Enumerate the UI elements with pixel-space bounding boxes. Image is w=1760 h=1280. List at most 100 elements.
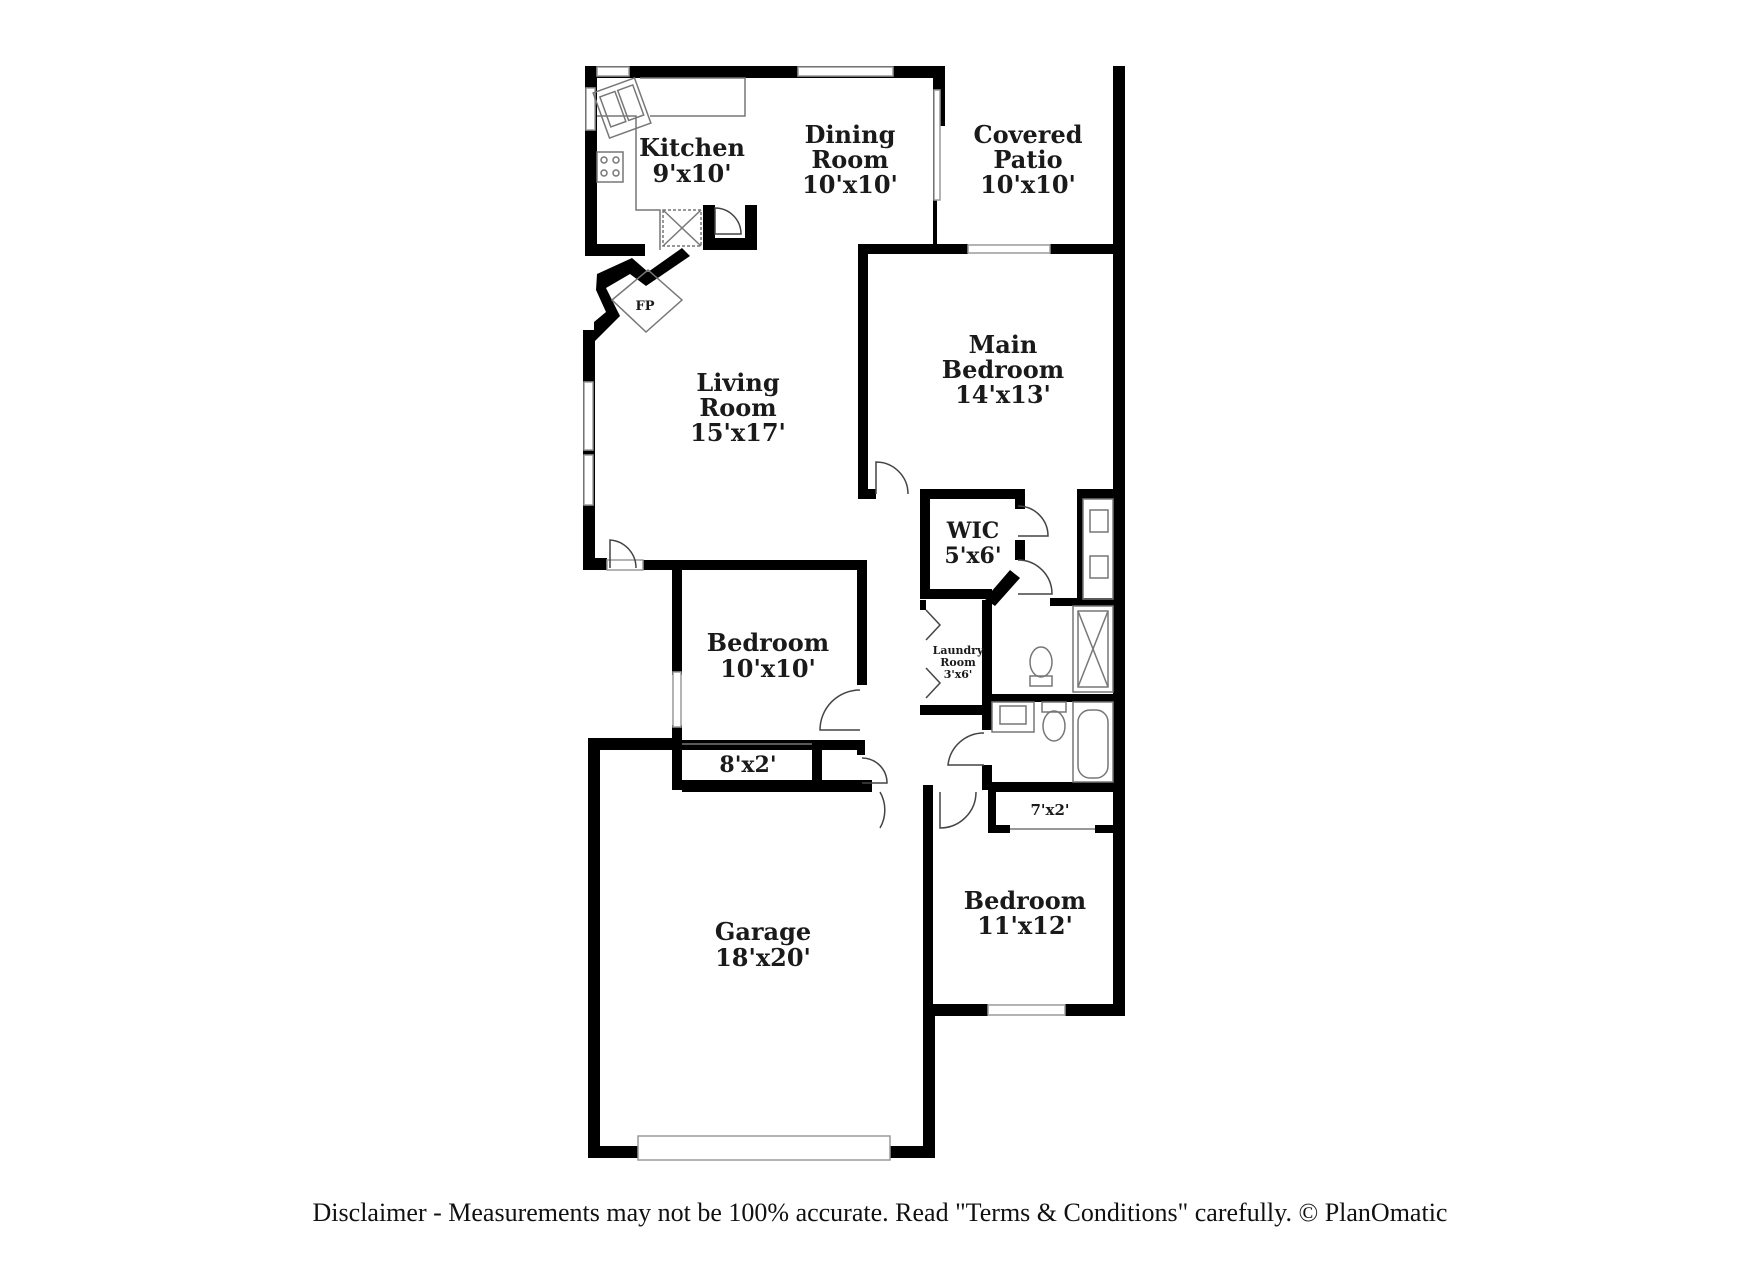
laundry-bifold-door bbox=[925, 609, 942, 641]
main-bedroom-name-1: Main bbox=[969, 330, 1038, 359]
wall-bedroom1-right bbox=[857, 560, 867, 685]
wall-bedroom1-bottom bbox=[672, 740, 862, 750]
toilet-icon bbox=[1029, 646, 1053, 687]
vanity-counter bbox=[1082, 498, 1114, 600]
bedroom1-name: Bedroom bbox=[707, 628, 829, 657]
bath2-door bbox=[947, 732, 985, 766]
wall-main-bedroom-left bbox=[858, 244, 868, 499]
wall-wic-left bbox=[920, 489, 930, 599]
wic-door bbox=[1017, 505, 1049, 537]
window-kitchen-left bbox=[585, 87, 596, 131]
dining-size: 10'x10' bbox=[802, 170, 898, 199]
hall-closet-door bbox=[861, 757, 888, 784]
wall-laundry-right bbox=[982, 600, 992, 715]
kitchen-size: 9'x10' bbox=[652, 159, 731, 188]
closet1-size: 8'x2' bbox=[719, 752, 776, 778]
wall-closet2-left bbox=[988, 782, 996, 832]
wall-bath-top bbox=[1050, 598, 1120, 606]
wall-garage-right bbox=[923, 1010, 935, 1158]
bath-door bbox=[1017, 559, 1053, 595]
wall-garage-right-hall bbox=[923, 785, 933, 1015]
laundry-bifold-door-2 bbox=[925, 667, 942, 699]
walls bbox=[583, 66, 1125, 1158]
wall-bedroom2-top bbox=[988, 782, 1113, 792]
dining-name-2: Room bbox=[811, 145, 888, 174]
fireplace-hearth bbox=[610, 269, 684, 334]
bath2-vanity bbox=[991, 701, 1035, 733]
fireplace-label: FP bbox=[635, 299, 654, 314]
wall-closet1-right bbox=[812, 740, 822, 788]
wall-wic-right bbox=[1015, 489, 1025, 509]
bedroom2-door bbox=[939, 791, 977, 829]
room-labels: Kitchen 9'x10' Dining Room 10'x10' Cover… bbox=[635, 120, 1086, 972]
closet2-size: 7'x2' bbox=[1030, 801, 1069, 819]
vanity-sink-1-icon bbox=[1089, 509, 1109, 533]
living-exit-door bbox=[609, 539, 637, 569]
bedroom1-door bbox=[819, 689, 861, 731]
main-bedroom-door bbox=[875, 461, 909, 495]
wall-wic-bottom bbox=[920, 589, 992, 599]
refrigerator-icon bbox=[662, 209, 702, 247]
laundry-name-2: Room bbox=[940, 656, 976, 669]
stove-icon bbox=[596, 151, 624, 183]
wall-bedroom2-bottom bbox=[923, 1004, 988, 1016]
wall-main-bedroom-bottom-l bbox=[858, 489, 876, 499]
dining-name-1: Dining bbox=[805, 120, 896, 149]
wall-bedroom1-left-low bbox=[672, 725, 682, 785]
wall-bedroom1-left bbox=[672, 560, 682, 675]
wall-closet2-bottom-r bbox=[1095, 825, 1115, 833]
wall-main-bedroom-bottom-rr bbox=[1080, 489, 1120, 499]
wall-kitchen-bottom bbox=[585, 244, 645, 256]
laundry-name-1: Laundry bbox=[933, 644, 984, 657]
window-living-left-2 bbox=[583, 454, 594, 506]
wall-garage-left bbox=[588, 738, 600, 1158]
window-dining-side bbox=[933, 89, 941, 201]
wall-wic-right-2 bbox=[1015, 540, 1025, 560]
kitchen-name: Kitchen bbox=[639, 133, 745, 162]
wall-pantry-left bbox=[703, 205, 715, 250]
wall-main-bedroom-top-l bbox=[858, 244, 968, 254]
garage-door bbox=[637, 1135, 891, 1161]
pantry-door bbox=[714, 207, 742, 235]
living-name-2: Room bbox=[699, 393, 776, 422]
shower-icon bbox=[1072, 605, 1114, 693]
laundry-size: 3'x6' bbox=[944, 668, 973, 681]
bathtub-icon bbox=[1072, 701, 1114, 783]
bedroom2-size: 11'x12' bbox=[977, 911, 1073, 940]
wall-bath-mid bbox=[985, 694, 1120, 702]
wall-east bbox=[1113, 66, 1125, 1016]
wic-name: WIC bbox=[946, 518, 1000, 544]
fixtures bbox=[592, 76, 1114, 829]
wall-living-bottom-2 bbox=[643, 560, 863, 570]
wall-bath-vanity-left bbox=[1077, 489, 1083, 599]
bath2-sink-icon bbox=[999, 705, 1027, 725]
bedroom2-name: Bedroom bbox=[964, 886, 1086, 915]
wall-main-bedroom-top-r bbox=[1050, 244, 1120, 254]
wall-garage-bottom-l bbox=[588, 1146, 638, 1158]
wall-closet2-bottom bbox=[988, 825, 1010, 833]
window-bedroom2-bottom bbox=[987, 1004, 1066, 1016]
wall-laundry-bottom bbox=[920, 705, 992, 715]
garage-size: 18'x20' bbox=[715, 943, 811, 972]
wall-bath-left bbox=[982, 700, 992, 730]
wall-main-bedroom-bottom-r bbox=[920, 489, 1025, 499]
kitchen-counter bbox=[597, 115, 661, 250]
wall-bath-left-2 bbox=[982, 765, 992, 790]
living-name-1: Living bbox=[696, 368, 780, 397]
kitchen-sink-icon bbox=[592, 76, 652, 140]
window-bedroom1-left bbox=[672, 671, 682, 728]
main-bedroom-name-2: Bedroom bbox=[942, 355, 1064, 384]
window-living-left-1 bbox=[583, 381, 594, 451]
wall-closet1-right-2 bbox=[857, 740, 865, 755]
wall-living-bottom bbox=[583, 558, 607, 570]
windows bbox=[583, 66, 1095, 1161]
garage-door-swing bbox=[879, 791, 886, 829]
window-kitchen-top bbox=[596, 66, 630, 77]
wall-garage-top-2 bbox=[682, 780, 872, 792]
wic-size: 5'x6' bbox=[944, 543, 1001, 569]
bedroom1-size: 10'x10' bbox=[720, 654, 816, 683]
disclaimer-text: Disclaimer - Measurements may not be 100… bbox=[312, 1198, 1448, 1227]
wall-wic-angle bbox=[985, 570, 1020, 606]
wall-fireplace bbox=[594, 248, 690, 342]
